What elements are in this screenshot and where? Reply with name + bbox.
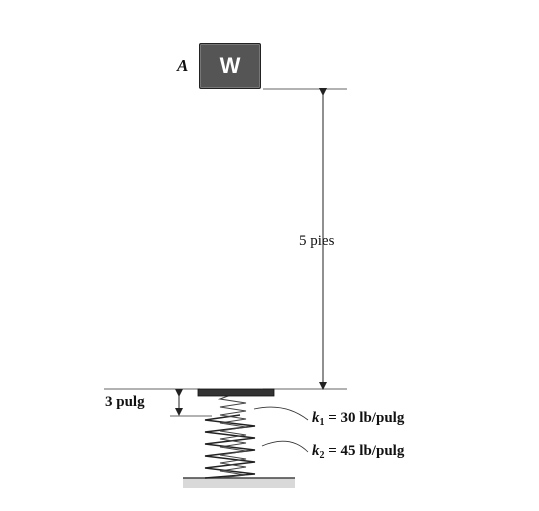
point-a-label: A	[177, 56, 189, 75]
k2-subscript: 2	[319, 450, 325, 461]
k1-value: = 30 lb/pulg	[328, 410, 405, 426]
weight-label: W	[219, 53, 241, 78]
k2-value: = 45 lb/pulg	[328, 443, 405, 459]
drop-height-label: 5 pies	[299, 233, 335, 249]
k1-subscript: 1	[319, 417, 325, 428]
ground-hatch	[183, 478, 295, 488]
spring-k1-label: k1 = 30 lb/pulg	[312, 411, 404, 428]
weight-block: W	[199, 43, 261, 89]
k1-symbol: k	[312, 410, 320, 426]
spring-k2-label: k2 = 45 lb/pulg	[312, 444, 404, 461]
inner-spring-k1	[217, 392, 247, 479]
k2-leader-line	[261, 440, 309, 453]
gap-label: 3 pulg	[105, 394, 145, 410]
k1-leader-line	[253, 406, 309, 421]
k2-symbol: k	[312, 443, 320, 459]
plate	[197, 388, 275, 397]
outer-spring-k2	[204, 414, 256, 479]
